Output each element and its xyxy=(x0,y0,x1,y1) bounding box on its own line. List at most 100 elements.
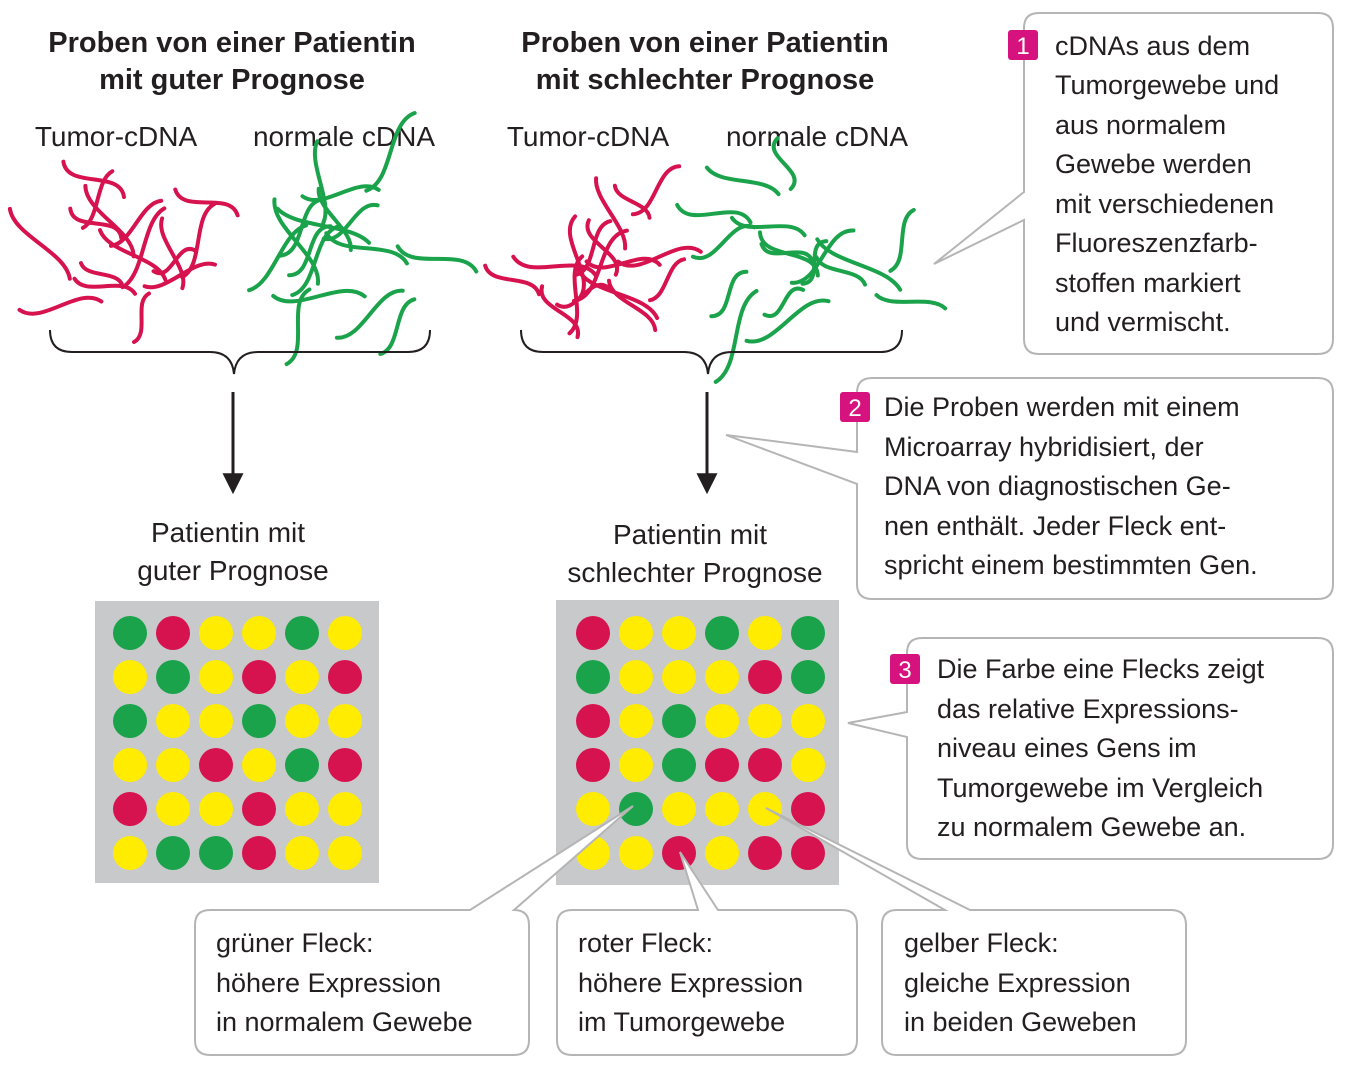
mixing-brace-bad xyxy=(520,329,903,375)
normal-cdna-label-bad: normale cDNA xyxy=(726,121,908,152)
cdna-strand xyxy=(290,224,341,298)
microarray-bad xyxy=(556,600,839,885)
red-spot xyxy=(576,748,610,782)
yellow-spot xyxy=(748,792,782,826)
cdna-strand xyxy=(316,186,353,252)
yellow-spot xyxy=(705,660,739,694)
red-spot xyxy=(576,616,610,650)
cdna-strand xyxy=(607,278,658,332)
yellow-spot xyxy=(791,748,825,782)
green-spot xyxy=(619,792,653,826)
green-spot xyxy=(285,616,319,650)
yellow-spot xyxy=(619,616,653,650)
cdna-strand xyxy=(17,295,104,316)
cdna-strand xyxy=(109,198,164,248)
yellow-spot xyxy=(748,704,782,738)
step-1-text-line: stoffen markiert xyxy=(1055,268,1241,298)
cdna-strand xyxy=(713,289,759,384)
step-2-text-line: Die Proben werden mit einem xyxy=(884,392,1240,422)
yellow-spot xyxy=(619,660,653,694)
legend-yellow-text-line: gelber Fleck: xyxy=(904,928,1059,958)
cdna-strand xyxy=(324,231,409,266)
step-2-badge xyxy=(840,392,870,422)
cdna-strand xyxy=(312,139,328,226)
cdna-strand xyxy=(271,288,367,304)
yellow-spot xyxy=(619,748,653,782)
tumor-cdna-label-good: Tumor-cDNA xyxy=(35,121,198,152)
step-2-text-line: DNA von diagnostischen Ge- xyxy=(884,471,1231,501)
cdna-strand xyxy=(630,164,682,217)
cdna-strand xyxy=(395,244,479,274)
yellow-spot xyxy=(156,748,190,782)
cdna-strand xyxy=(789,228,856,285)
cdna-strand xyxy=(247,223,309,293)
cdna-strand xyxy=(573,219,613,277)
legend-green-text-line: grüner Fleck: xyxy=(216,928,374,958)
yellow-spot xyxy=(705,792,739,826)
cdna-strand xyxy=(612,183,652,220)
legend-yellow-callout: gelber Fleck: gleiche Expression in beid… xyxy=(765,807,1187,1056)
legend-yellow-text-line: in beiden Geweben xyxy=(904,1007,1137,1037)
yellow-spot xyxy=(619,704,653,738)
yellow-spot xyxy=(328,704,362,738)
step-3-text-line: Tumorgewebe im Vergleich xyxy=(937,773,1263,803)
legend-red-text-line: höhere Expression xyxy=(578,968,803,998)
step-1-badge xyxy=(1008,30,1038,60)
yellow-spot xyxy=(705,704,739,738)
legend-yellow-text-line: gleiche Expression xyxy=(904,968,1131,998)
cdna-strand xyxy=(709,269,749,319)
yellow-spot xyxy=(285,704,319,738)
yellow-spot xyxy=(705,836,739,870)
cdna-strand xyxy=(180,201,217,280)
patient-label-good-line1: Patientin mit xyxy=(151,517,305,548)
green-spot xyxy=(791,660,825,694)
cdna-strand xyxy=(762,286,806,319)
cdna-strand xyxy=(594,176,628,251)
step-3-text-line: das relative Expressions- xyxy=(937,694,1239,724)
red-spot xyxy=(328,660,362,694)
step-1-text-line: mit verschiedenen xyxy=(1055,189,1274,219)
cdna-strand xyxy=(874,293,948,311)
cdna-strand xyxy=(334,288,405,340)
green-spot xyxy=(662,748,696,782)
green-spot xyxy=(576,660,610,694)
yellow-spot xyxy=(156,792,190,826)
step-3-text-line: zu normalem Gewebe an. xyxy=(937,812,1246,842)
step-3-badge xyxy=(890,654,920,684)
green-spot xyxy=(662,704,696,738)
red-spot xyxy=(113,792,147,826)
yellow-spot xyxy=(156,704,190,738)
cdna-strand xyxy=(690,223,757,261)
patient-label-bad-line1: Patientin mit xyxy=(613,519,767,550)
step-1-text-line: cDNAs aus dem xyxy=(1055,31,1250,61)
step-1-text-line: Fluoreszenzfarb- xyxy=(1055,228,1258,258)
cdna-strand xyxy=(567,254,585,336)
column-title-good-line1: Proben von einer Patientin xyxy=(48,27,415,59)
yellow-spot xyxy=(576,792,610,826)
cdna-strand xyxy=(300,184,381,202)
yellow-spot xyxy=(242,616,276,650)
cdna-strand xyxy=(555,282,610,309)
red-spot xyxy=(242,792,276,826)
mixing-brace-good xyxy=(49,329,431,375)
column-title-bad-line1: Proben von einer Patientin xyxy=(521,27,888,59)
legend-green-callout: grüner Fleck: höhere Expression in norma… xyxy=(194,805,634,1056)
red-spot xyxy=(242,660,276,694)
cdna-strand xyxy=(800,239,829,286)
yellow-spot xyxy=(662,616,696,650)
green-spot xyxy=(199,836,233,870)
red-spot xyxy=(242,836,276,870)
green-spot xyxy=(156,836,190,870)
patient-label-bad-line2: schlechter Prognose xyxy=(567,557,822,588)
legend-green-text-line: höhere Expression xyxy=(216,968,441,998)
red-spot xyxy=(748,836,782,870)
green-spot xyxy=(113,704,147,738)
yellow-spot xyxy=(662,660,696,694)
legend-green-text-line: in normalem Gewebe xyxy=(216,1007,473,1037)
cdna-strand xyxy=(704,165,781,197)
cdna-strand xyxy=(744,298,831,344)
step-1-callout: 1 cDNAs aus dem Tumorgewebe und aus norm… xyxy=(933,12,1334,355)
cdna-strand xyxy=(151,246,198,276)
cdna-strand xyxy=(72,276,137,296)
